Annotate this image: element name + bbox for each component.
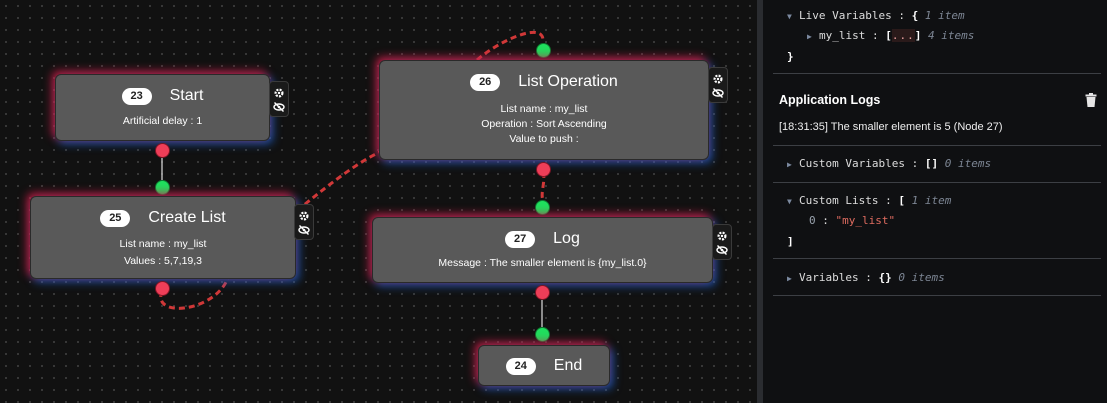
trash-icon[interactable] [1085,93,1097,107]
custom-variables-label: Custom Variables : [799,157,919,170]
node-log[interactable]: 27 Log Message : The smaller element is … [372,217,713,283]
custom-variables-row[interactable]: ▶ Custom Variables : [] 0 items [787,157,991,170]
handle-listop-output[interactable] [536,162,551,177]
live-variables-row[interactable]: ▼ Live Variables : { 1 item [787,9,965,22]
variable-sep: : [871,29,879,42]
custom-lists-row[interactable]: ▼ Custom Lists : [ 1 item [787,194,951,207]
node-detail: List name : my_list [119,238,207,250]
handle-start-output[interactable] [155,143,170,158]
node-id-badge: 23 [121,87,152,105]
node-id-badge: 27 [505,230,536,248]
live-variables-brace-close: } [787,50,794,63]
node-log-controls [712,224,732,260]
node-create-list[interactable]: 25 Create List List name : my_list Value… [30,196,296,279]
live-variable-entry[interactable]: ▶ my_list : [...] 4 items [807,29,974,42]
node-start[interactable]: 23 Start Artificial delay : 1 [55,74,270,141]
custom-lists-open: [ [898,194,905,207]
handle-create-input[interactable] [155,180,170,195]
handle-log-input[interactable] [535,200,550,215]
variables-label: Variables : [799,271,872,284]
node-id-badge: 24 [505,357,536,375]
node-detail: List name : my_list [500,103,588,115]
custom-variables-value: [] [924,157,939,170]
gear-icon[interactable] [298,210,310,222]
node-create-list-controls [294,204,314,240]
entry-count: 4 items [927,29,975,42]
variables-count: 0 items [898,271,945,284]
node-title: End [553,357,583,374]
node-list-operation-controls [708,67,728,103]
gear-icon[interactable] [712,73,724,85]
live-variables-label: Live Variables : [799,9,905,22]
divider [773,182,1101,183]
handle-create-output[interactable] [155,281,170,296]
custom-lists-close: ] [787,235,794,248]
divider [773,145,1101,146]
handle-log-output[interactable] [535,285,550,300]
triangle-right-icon: ▶ [787,274,792,283]
edge-listop-loop [476,31,545,62]
triangle-down-icon: ▼ [787,197,792,206]
node-title: Start [169,87,204,104]
triangle-right-icon: ▶ [787,160,792,169]
list-sep: : [822,214,829,227]
node-detail: Artificial delay : 1 [122,115,203,127]
logs-title: Application Logs [779,93,881,107]
custom-lists-label: Custom Lists : [799,194,892,207]
divider [773,73,1101,74]
node-title: List Operation [518,73,618,90]
divider [773,295,1101,296]
eye-off-icon[interactable] [298,224,310,235]
node-detail: Message : The smaller element is {my_lis… [438,257,647,269]
node-title: Log [553,230,580,247]
live-variables-count: 1 item [924,9,965,22]
node-title: Create List [148,209,226,226]
eye-off-icon[interactable] [712,87,724,98]
handle-listop-top[interactable] [536,43,551,58]
log-entry: [18:31:35] The smaller element is 5 (Nod… [779,121,1003,133]
live-variables-brace-open: { [911,9,919,22]
node-id-badge: 26 [470,73,501,91]
eye-off-icon[interactable] [273,101,285,112]
collapsed-ellipsis[interactable]: ... [891,29,915,42]
array-open: [ [885,29,892,42]
triangle-right-icon: ▶ [807,32,812,41]
gear-icon[interactable] [273,87,285,99]
custom-list-item[interactable]: 0 : "my_list" [809,214,895,227]
node-start-controls [269,81,289,117]
custom-lists-count: 1 item [911,194,952,207]
variables-row[interactable]: ▶ Variables : {} 0 items [787,271,945,284]
array-close: ] [914,29,922,42]
node-end[interactable]: 24 End [478,345,610,386]
list-index: 0 [809,214,816,227]
divider [773,258,1101,259]
triangle-down-icon: ▼ [787,12,792,21]
flow-canvas[interactable]: 23 Start Artificial delay : 1 25 Create … [0,0,757,403]
eye-off-icon[interactable] [716,244,728,255]
variable-key: my_list [819,29,866,42]
node-detail: Operation : Sort Ascending [481,118,607,130]
node-list-operation[interactable]: 26 List Operation List name : my_list Op… [379,60,709,160]
list-value: "my_list" [835,214,896,227]
node-detail: Values : 5,7,19,3 [123,255,203,267]
gear-icon[interactable] [716,230,728,242]
node-id-badge: 25 [100,209,131,227]
inspector-panel: ▼ Live Variables : { 1 item ▶ my_list : [.… [757,0,1107,403]
variables-value: {} [878,271,892,284]
handle-end-input[interactable] [535,327,550,342]
custom-variables-count: 0 items [944,157,992,170]
node-detail: Value to push : [509,133,579,145]
